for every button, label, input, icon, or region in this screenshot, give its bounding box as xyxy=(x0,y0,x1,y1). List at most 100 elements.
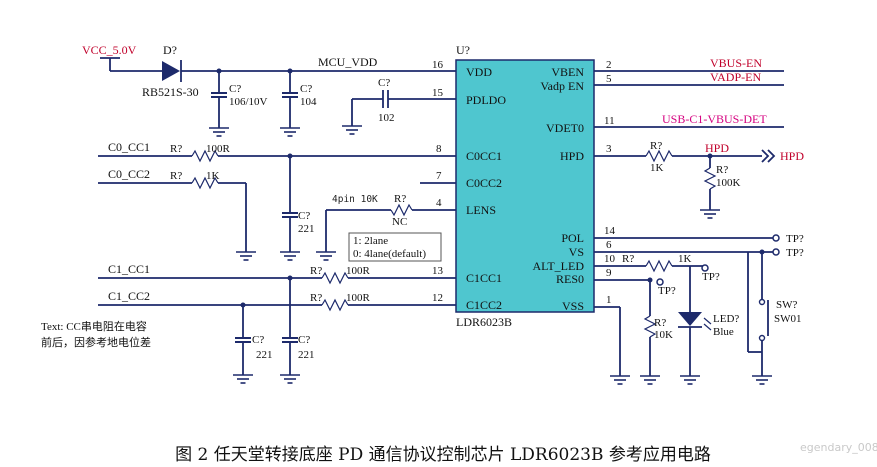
led-ref: LED? xyxy=(713,313,739,325)
r-c0cc2-value: 1K xyxy=(206,170,220,182)
test-point xyxy=(772,248,780,256)
mcu-vdd-label: MCU_VDD xyxy=(318,55,378,69)
pin-num-7: 7 xyxy=(436,170,442,182)
chip-body xyxy=(455,59,595,313)
tp-led-label: TP? xyxy=(702,271,720,283)
ground-icon xyxy=(315,251,337,261)
c0cc2-label: C0_CC2 xyxy=(108,167,150,181)
pin-num-9: 9 xyxy=(606,267,612,279)
c-c0-value: 221 xyxy=(298,223,315,235)
figure-caption: 图 2 任天堂转接底座 PD 通信协议控制芯片 LDR6023B 参考应用电路 xyxy=(175,445,711,465)
c1cc2-label: C1_CC2 xyxy=(108,289,150,303)
r-c1cc2-value: 100R xyxy=(346,292,371,304)
lens-note: 4pin 10K xyxy=(332,194,378,205)
c-c1b-ref: C? xyxy=(298,334,310,346)
led-value: Blue xyxy=(713,326,734,338)
resistor-lens xyxy=(390,203,413,217)
pin-num-8: 8 xyxy=(436,143,442,155)
tp-vs-label: TP? xyxy=(786,247,804,259)
hpd-port-label: HPD xyxy=(780,149,804,163)
c1-ref: C? xyxy=(229,83,241,95)
pin-name-pol: POL xyxy=(561,231,584,245)
ground-icon xyxy=(751,375,773,385)
pin-num-3: 3 xyxy=(606,143,612,155)
resistor-hpd-pulldown xyxy=(703,167,717,190)
ground-icon xyxy=(609,375,631,385)
lens-config-box xyxy=(348,232,442,262)
capacitor-c1b xyxy=(281,337,299,343)
pin-num-4: 4 xyxy=(436,197,442,209)
c1-value: 106/10V xyxy=(229,96,268,108)
r-c1cc2-ref: R? xyxy=(310,292,322,304)
pin-name-c1cc1: C1CC1 xyxy=(466,271,502,285)
switch-symbol xyxy=(747,252,769,376)
pin-name-hpd: HPD xyxy=(560,149,584,163)
r-res-ref: R? xyxy=(654,317,666,329)
pin-name-vben: VBEN xyxy=(551,65,584,79)
tp-pol-label: TP? xyxy=(786,233,804,245)
pin-name-lens: LENS xyxy=(466,203,496,217)
r-lens-value: NC xyxy=(392,216,407,228)
diode-ref: D? xyxy=(163,43,177,57)
c0cc1-label: C0_CC1 xyxy=(108,140,150,154)
c-c1a-value: 221 xyxy=(256,349,273,361)
c-c1b-value: 221 xyxy=(298,349,315,361)
pin-num-5: 5 xyxy=(606,73,612,85)
ground-icon xyxy=(639,375,661,385)
hpd-net-label: HPD xyxy=(705,141,729,155)
pin-name-res0: RES0 xyxy=(556,272,584,286)
vbus-en-label: VBUS-EN xyxy=(710,56,762,70)
resistor-c0cc1 xyxy=(191,149,219,163)
resistor-c1cc2 xyxy=(321,298,349,312)
pin-name-pdldo: PDLDO xyxy=(466,93,506,107)
r-hpd-ref: R? xyxy=(650,140,662,152)
pin-name-vadp-en: Vadp EN xyxy=(540,79,584,93)
note-line1: Text: CC串电阻在电容 xyxy=(41,319,147,333)
ground-icon xyxy=(699,209,721,219)
chip-designator: U? xyxy=(456,43,470,57)
pin-num-15: 15 xyxy=(432,87,444,99)
chip-part-number: LDR6023B xyxy=(456,315,512,329)
c2-value: 104 xyxy=(300,96,317,108)
pin-num-14: 14 xyxy=(604,225,616,237)
pin-num-12: 12 xyxy=(432,292,443,304)
pin-num-13: 13 xyxy=(432,265,444,277)
r-led-value: 1K xyxy=(678,253,692,265)
diode-value: RB521S-30 xyxy=(142,85,199,99)
watermark: egendary_008 xyxy=(800,441,877,454)
r-c1cc1-value: 100R xyxy=(346,265,371,277)
pin-num-1: 1 xyxy=(606,294,612,306)
tp-res-label: TP? xyxy=(658,285,676,297)
test-point xyxy=(656,278,664,286)
led-icon xyxy=(678,312,712,331)
pin-num-11: 11 xyxy=(604,115,615,127)
c2-ref: C? xyxy=(300,83,312,95)
ground-icon xyxy=(679,375,701,385)
pin-name-vdet0: VDET0 xyxy=(546,121,584,135)
diode-symbol xyxy=(162,60,182,82)
r-hpd-pd-ref: R? xyxy=(716,164,728,176)
test-point xyxy=(772,234,780,242)
r-c0cc2-ref: R? xyxy=(170,170,182,182)
r-res-value: 10K xyxy=(654,329,673,341)
capacitor-102 xyxy=(351,90,456,126)
ground-icon xyxy=(232,374,254,384)
ground-icon xyxy=(208,127,230,137)
ground-icon xyxy=(279,127,301,137)
ground-icon xyxy=(341,125,363,135)
resistor-hpd xyxy=(645,149,673,163)
ground-icon xyxy=(279,374,301,384)
vcc-label: VCC_5.0V xyxy=(82,43,137,57)
r-c1cc1-ref: R? xyxy=(310,265,322,277)
pin-num-10: 10 xyxy=(604,253,616,265)
note-line2: 前后，因参考地电位差 xyxy=(41,335,151,349)
ground-icon xyxy=(235,251,257,261)
pin-num-16: 16 xyxy=(432,59,444,71)
c-c1a-ref: C? xyxy=(252,334,264,346)
resistor-c0cc2 xyxy=(191,176,219,190)
pin-num-2: 2 xyxy=(606,59,612,71)
capacitor-106 xyxy=(210,92,228,98)
pin-num-6: 6 xyxy=(606,239,612,251)
resistor-res xyxy=(643,315,657,338)
